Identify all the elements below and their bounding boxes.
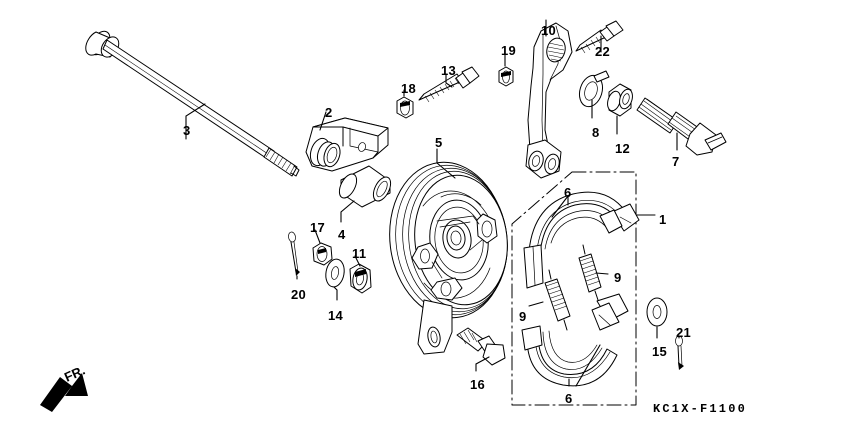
- callout-17: 17: [310, 220, 326, 235]
- part-16-brake-panel-bolt: [456, 327, 506, 372]
- part-7-brake-rod: [636, 97, 727, 156]
- callout-10: 10: [541, 23, 557, 38]
- part-11-axle-nut: [349, 255, 372, 294]
- part-10-brake-pedal-arm: [525, 19, 573, 179]
- part-9-brake-shoe-spring-lower: [528, 269, 571, 331]
- callout-15: 15: [652, 344, 668, 359]
- callout-4: 4: [338, 227, 346, 242]
- part-12-brake-rod-spring: [607, 83, 633, 135]
- part-17-brake-arm-nut: [312, 229, 333, 266]
- callout-13: 13: [441, 63, 457, 78]
- part-13-flange-bolt: [418, 66, 480, 103]
- callout-3: 3: [183, 123, 191, 138]
- part-14-plain-washer: [325, 258, 345, 301]
- callout-6-lower: 6: [565, 391, 573, 406]
- callout-22: 22: [595, 44, 611, 59]
- callout-14: 14: [328, 308, 344, 323]
- callout-21: 21: [676, 325, 692, 340]
- callout-8: 8: [592, 125, 600, 140]
- part-19-pedal-nut: [498, 54, 514, 87]
- part-21-cotter-pin-pedal: [675, 335, 684, 370]
- callout-18: 18: [401, 81, 417, 96]
- drawing-code: KC1X-F1100: [653, 402, 748, 416]
- part-5-rear-brake-panel: [389, 148, 508, 355]
- part-3-rear-axle: [85, 30, 300, 177]
- front-arrow-icon: [40, 373, 88, 412]
- part-1-set-boundary: [511, 171, 656, 406]
- callout-11: 11: [352, 246, 367, 261]
- callout-5: 5: [435, 135, 443, 150]
- part-4-brake-arm-collar: [338, 165, 392, 223]
- part-22-pedal-pivot-bolt: [575, 20, 624, 54]
- part-18-flange-nut: [396, 89, 414, 119]
- part-15-brake-pedal-washer: [646, 297, 668, 339]
- part-8-brake-rod-spring-seat: [578, 70, 610, 119]
- part-2-brake-arm: [305, 111, 389, 172]
- part-6-brake-shoe-upper: [523, 191, 640, 289]
- callout-7: 7: [672, 154, 680, 169]
- part-20-cotter-pin-axle: [288, 231, 300, 280]
- callout-2: 2: [325, 105, 333, 120]
- callout-9-upper: 9: [614, 270, 622, 285]
- callout-6-upper: 6: [564, 185, 572, 200]
- callout-16: 16: [470, 377, 486, 392]
- part-6-brake-shoe-lower: [521, 293, 629, 387]
- part-9-brake-shoe-spring-upper: [578, 244, 609, 301]
- callout-1: 1: [659, 212, 667, 227]
- callout-9-lower: 9: [519, 309, 527, 324]
- callout-12: 12: [615, 141, 631, 156]
- callout-19: 19: [501, 43, 517, 58]
- callout-20: 20: [291, 287, 307, 302]
